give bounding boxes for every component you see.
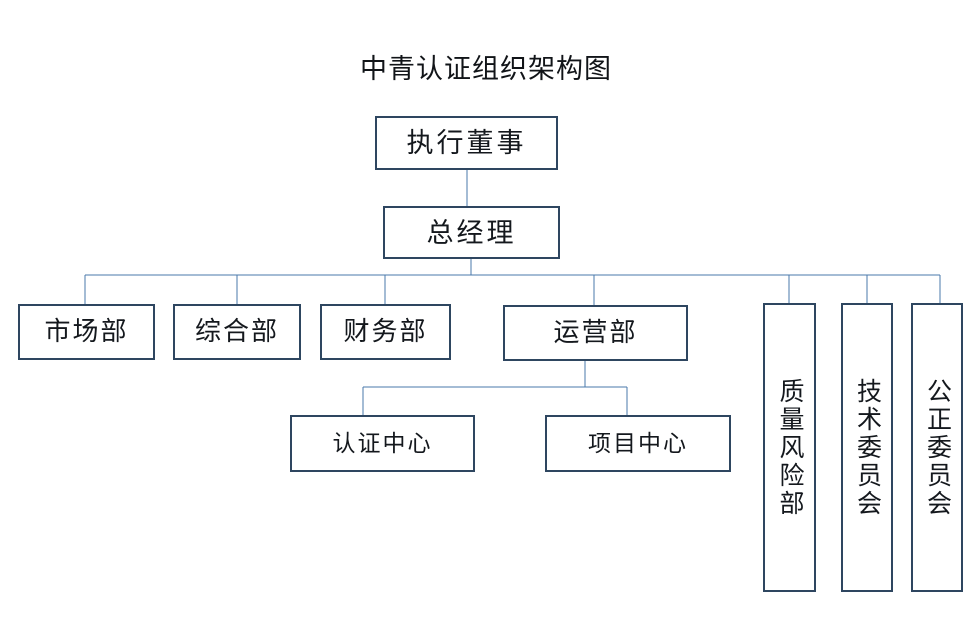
node-executive-director[interactable]: 执行董事 xyxy=(375,116,558,170)
node-label-general-manager: 总经理 xyxy=(426,217,517,248)
node-finance-dept[interactable]: 财务部 xyxy=(320,304,451,360)
node-label-general-affairs-dept: 综合部 xyxy=(194,317,279,346)
node-label-certification-center: 认证中心 xyxy=(332,430,433,456)
node-certification-center[interactable]: 认证中心 xyxy=(290,415,475,472)
node-label-executive-director: 执行董事 xyxy=(406,128,527,158)
node-operations-dept[interactable]: 运营部 xyxy=(503,305,688,361)
node-impartiality-committee[interactable]: 公正委员会 xyxy=(911,303,963,592)
node-label-finance-dept: 财务部 xyxy=(343,317,428,346)
node-label-technical-committee: 技术委员会 xyxy=(853,378,881,518)
node-label-impartiality-committee: 公正委员会 xyxy=(923,378,951,518)
page-title: 中青认证组织架构图 xyxy=(360,54,612,84)
node-label-quality-risk-dept: 质量风险部 xyxy=(776,378,803,518)
node-general-manager[interactable]: 总经理 xyxy=(383,206,560,259)
node-project-center[interactable]: 项目中心 xyxy=(545,415,731,472)
node-label-marketing-dept: 市场部 xyxy=(44,317,129,346)
node-marketing-dept[interactable]: 市场部 xyxy=(18,304,155,360)
node-label-project-center: 项目中心 xyxy=(588,430,688,456)
node-general-affairs-dept[interactable]: 综合部 xyxy=(173,304,301,360)
node-technical-committee[interactable]: 技术委员会 xyxy=(841,303,893,592)
node-quality-risk-dept[interactable]: 质量风险部 xyxy=(763,303,816,592)
node-label-operations-dept: 运营部 xyxy=(553,318,638,347)
